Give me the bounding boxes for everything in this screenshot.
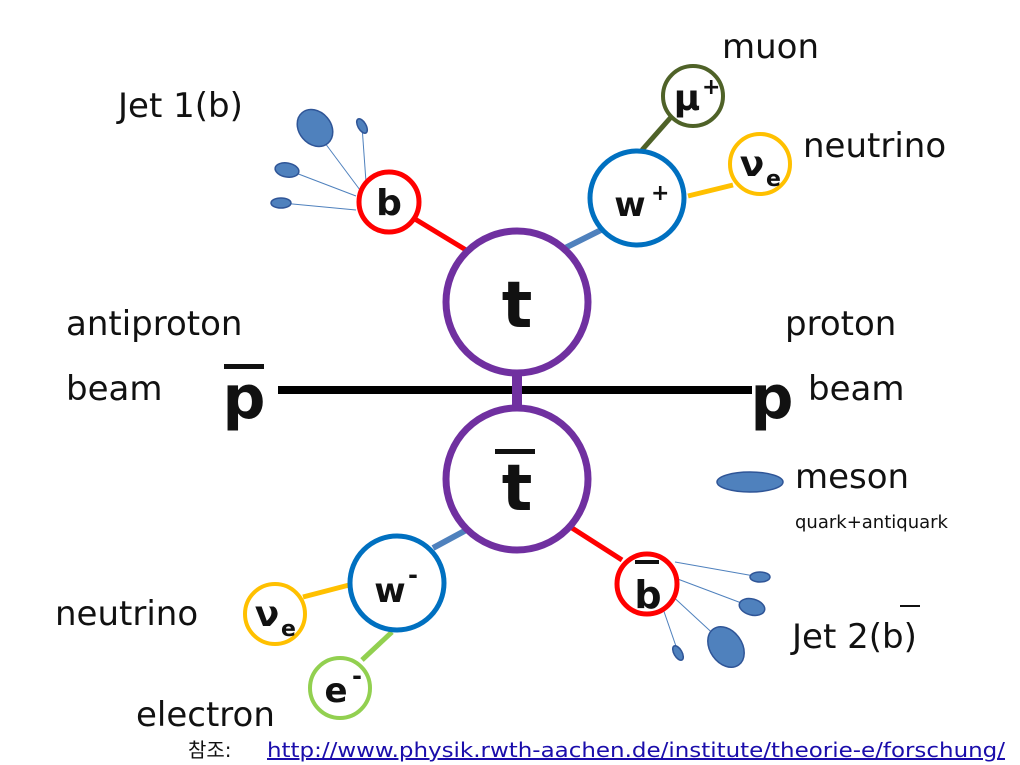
reference-prefix: 참조: (188, 738, 232, 762)
jet1-meson-mid (274, 162, 300, 178)
jet2-prefix: Jet 2( (790, 617, 882, 657)
nu-top-circle (728, 132, 792, 196)
jet2-suffix: ) (904, 617, 917, 657)
bbar-quark-circle (614, 551, 680, 617)
wplus-symbol: w (614, 185, 645, 225)
nu-top-symbol: ν (740, 144, 765, 185)
reference-link[interactable]: http://www.physik.rwth-aachen.de/institu… (267, 738, 1005, 762)
nu-bottom-sub: e (281, 617, 296, 642)
electron-circle (308, 656, 372, 720)
jet2-meson-small (671, 645, 685, 661)
antiproton-label: antiproton (66, 304, 242, 344)
jet1-label: Jet 1(b) (116, 86, 243, 126)
wplus-sup: + (651, 181, 669, 206)
jet2-meson-flat (749, 571, 771, 583)
muon-label: muon (722, 27, 819, 67)
antitop-quark-circle (442, 404, 592, 554)
t-to-wplus-line (563, 225, 607, 251)
antiproton-bar (224, 364, 264, 369)
antiproton-symbol: p (223, 363, 266, 433)
jet1-meson-small (355, 118, 369, 134)
meson-label: meson (795, 457, 909, 497)
bbar-quark-symbol: b (634, 573, 661, 617)
legend-meson (716, 471, 784, 493)
wplus-circle (587, 148, 687, 248)
jet1-meson-flat (270, 197, 292, 209)
muon-sup: + (702, 75, 720, 100)
nu-bottom-circle (243, 582, 307, 646)
jet2-meson-large (707, 626, 745, 668)
wplus-to-muon-line (640, 114, 674, 152)
proton-beam-label: beam (808, 369, 904, 409)
antitop-quark-symbol: t (502, 452, 533, 526)
neutrino-bottom-label: neutrino (55, 594, 198, 634)
jet2-label: Jet 2(b) (790, 617, 917, 657)
b-quark-circle (356, 169, 422, 235)
b-quark-symbol: b (376, 183, 402, 224)
bbar-bar (635, 560, 659, 564)
top-quark-circle (442, 227, 592, 377)
proton-label: proton (785, 304, 896, 344)
wminus-to-nu-line (302, 581, 354, 600)
meson-sublabel: quark+antiquark (795, 512, 949, 533)
electron-sup: - (352, 662, 362, 690)
wminus-sup: - (408, 561, 418, 589)
muon-symbol: μ (674, 78, 701, 119)
muon-circle (661, 64, 725, 128)
jet2-b-bar (900, 605, 920, 607)
nu-bottom-symbol: ν (255, 594, 280, 635)
t-to-b-line (408, 213, 468, 253)
electron-label: electron (136, 695, 275, 735)
jet2-b: b (882, 617, 904, 657)
neutrino-top-label: neutrino (803, 126, 946, 166)
wminus-symbol: w (374, 571, 405, 611)
wplus-to-nu-line (687, 182, 734, 199)
antitop-bar (495, 449, 535, 454)
wminus-circle (347, 533, 447, 633)
wminus-to-e-line (360, 630, 394, 662)
tbar-to-bbar-line (570, 525, 624, 563)
jet1-meson-large (296, 108, 334, 148)
antiproton-beam-label: beam (66, 369, 162, 409)
top-quark-symbol: t (502, 269, 533, 343)
nu-top-sub: e (766, 167, 781, 192)
proton-symbol: p (751, 363, 794, 433)
electron-symbol: e (324, 671, 347, 711)
jet2-meson-mid (738, 597, 766, 617)
tbar-to-wminus-line (431, 525, 472, 551)
